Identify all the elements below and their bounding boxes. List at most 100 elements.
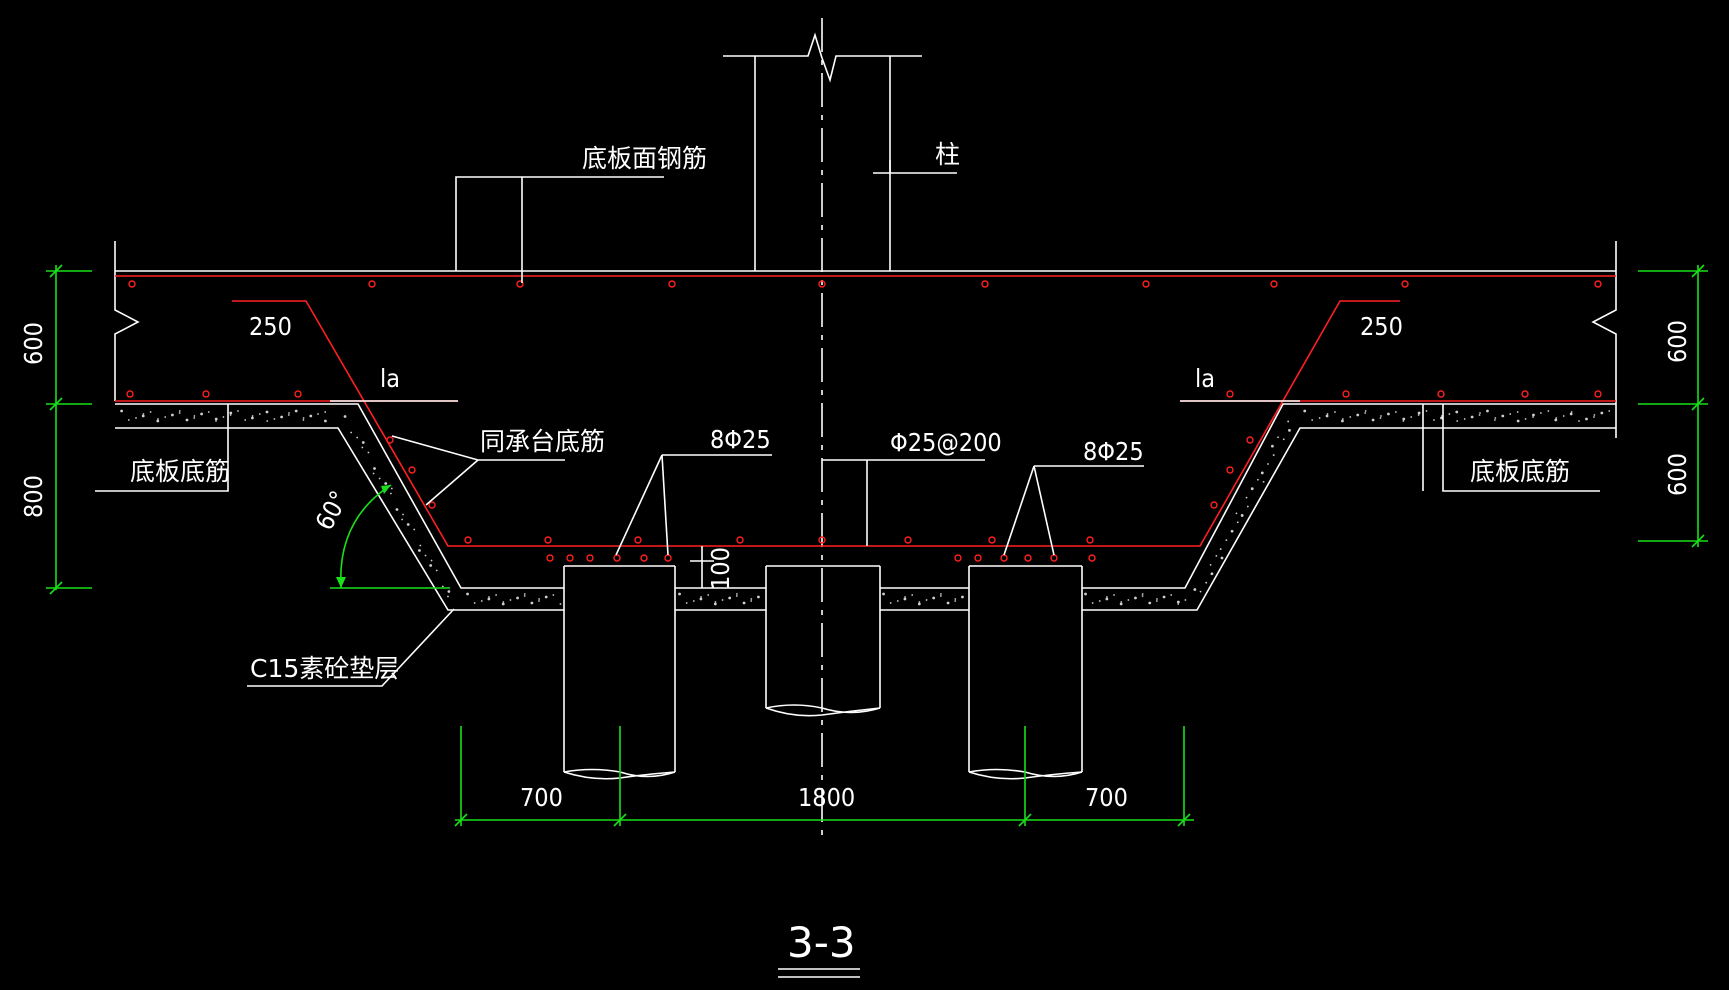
rebar-section-dot [516,280,524,288]
cushion-speck [1494,419,1496,421]
cushion-speck [402,513,404,516]
cushion-speck [251,415,254,417]
cushion-speck [324,419,327,423]
cushion-speck [1257,478,1259,481]
cushion-speck [1417,411,1421,415]
rebar-section-dot [1521,390,1529,398]
cushion-speck [1448,413,1451,415]
cushion-speck [164,416,167,418]
cushion-speck [343,415,347,418]
rebar-section-dot [1000,554,1008,562]
cushion-speck [1501,414,1505,418]
cushion-speck [1608,410,1611,412]
cushion-speck [1303,409,1307,413]
cushion-speck [215,420,217,422]
cushion-speck [1225,539,1228,542]
cushion-speck [178,412,181,414]
slab-right-break [1591,241,1617,438]
cushion-speck [1569,412,1573,416]
cushion-speck [418,549,421,552]
cushion-speck [1215,555,1218,557]
cushion-speck [1156,598,1158,600]
cushion-speck [280,415,283,419]
rebar-section-dot [1401,280,1409,288]
cushion-speck [200,412,204,416]
cushion-speck [1394,411,1397,413]
cushion-speck [1199,590,1202,593]
cushion-speck [149,411,152,413]
cushion-speck [925,599,928,601]
cushion-speck [156,419,160,423]
cushion-speck [1134,596,1137,600]
cushion-speck [1570,411,1573,413]
cushion-speck [1141,595,1144,597]
cushion-speck [1494,417,1497,419]
label-cover: 100 [706,547,735,590]
cushion-speck [678,592,681,596]
cushion-speck [1106,596,1108,598]
cushion-speck [378,477,381,480]
rebar-section-dot [294,390,302,398]
cushion-speck [266,420,269,422]
cushion-speck [1356,413,1360,417]
cushion-speck [1267,463,1269,465]
cushion-speck [1455,410,1459,414]
label-slab-bottom-right: 底板底筋 [1470,457,1570,486]
cushion-speck [1593,416,1595,418]
rebar-section-dot [954,554,962,562]
cushion-speck [918,601,921,603]
cushion-speck [142,413,145,415]
cushion-speck [1562,415,1565,417]
cushion-speck [889,602,892,604]
cushion-speck [193,415,196,417]
cushion-speck [559,603,562,605]
cushion-speck [1540,412,1542,414]
cushion-speck [424,554,427,557]
cushion-speck [294,409,298,413]
annotation-leaders [95,160,1600,687]
cushion-speck [1341,419,1344,423]
cushion-hatch [120,409,1611,606]
cushion-speck [1349,416,1352,418]
rebar-section-dot [974,554,982,562]
cushion-speck [309,414,313,418]
cushion-speck [1246,505,1249,508]
label-slab-bottom-left: 底板底筋 [130,457,230,486]
cushion-speck [1184,599,1187,601]
cushion-speck [1516,411,1519,413]
rebar-section-dot [668,280,676,288]
label-cushion: C15素砼垫层 [250,654,399,683]
cushion-speck [1288,428,1291,432]
label-la-left: la [380,364,400,393]
cushion-speck [946,601,950,605]
cushion-speck [1509,413,1512,415]
cushion-speck [324,411,327,413]
slab-left-break [114,241,140,401]
rebar-section-dot [904,536,912,544]
cushion-speck [917,602,921,606]
cushion-speck [1547,410,1550,412]
rebar-section-dot [126,390,134,398]
cushion-speck [406,523,410,526]
rebar-sections [126,280,1602,562]
cushion-speck [1120,601,1123,603]
rebar-section-dot [1050,554,1058,562]
cushion-speck [1486,409,1489,413]
cushion-speck [429,564,433,567]
cushion-speck [185,418,189,422]
cushion-speck [258,413,261,415]
cushion-speck [1240,514,1244,517]
cushion-speck [1463,418,1466,420]
rebar-section-dot [1594,390,1602,398]
dim-bottom-mid: 1800 [798,783,855,812]
label-column: 柱 [935,140,960,169]
pit-outline-lower [115,427,564,611]
cushion-speck [1235,512,1238,515]
cushion-speck [728,596,732,600]
cushion-speck [509,599,512,601]
rebar-section-dot [981,280,989,288]
cushion-speck [1578,420,1580,422]
cushion-speck [1387,412,1390,416]
rebar-section-dot [613,554,621,562]
cushion-speck [1177,603,1180,605]
